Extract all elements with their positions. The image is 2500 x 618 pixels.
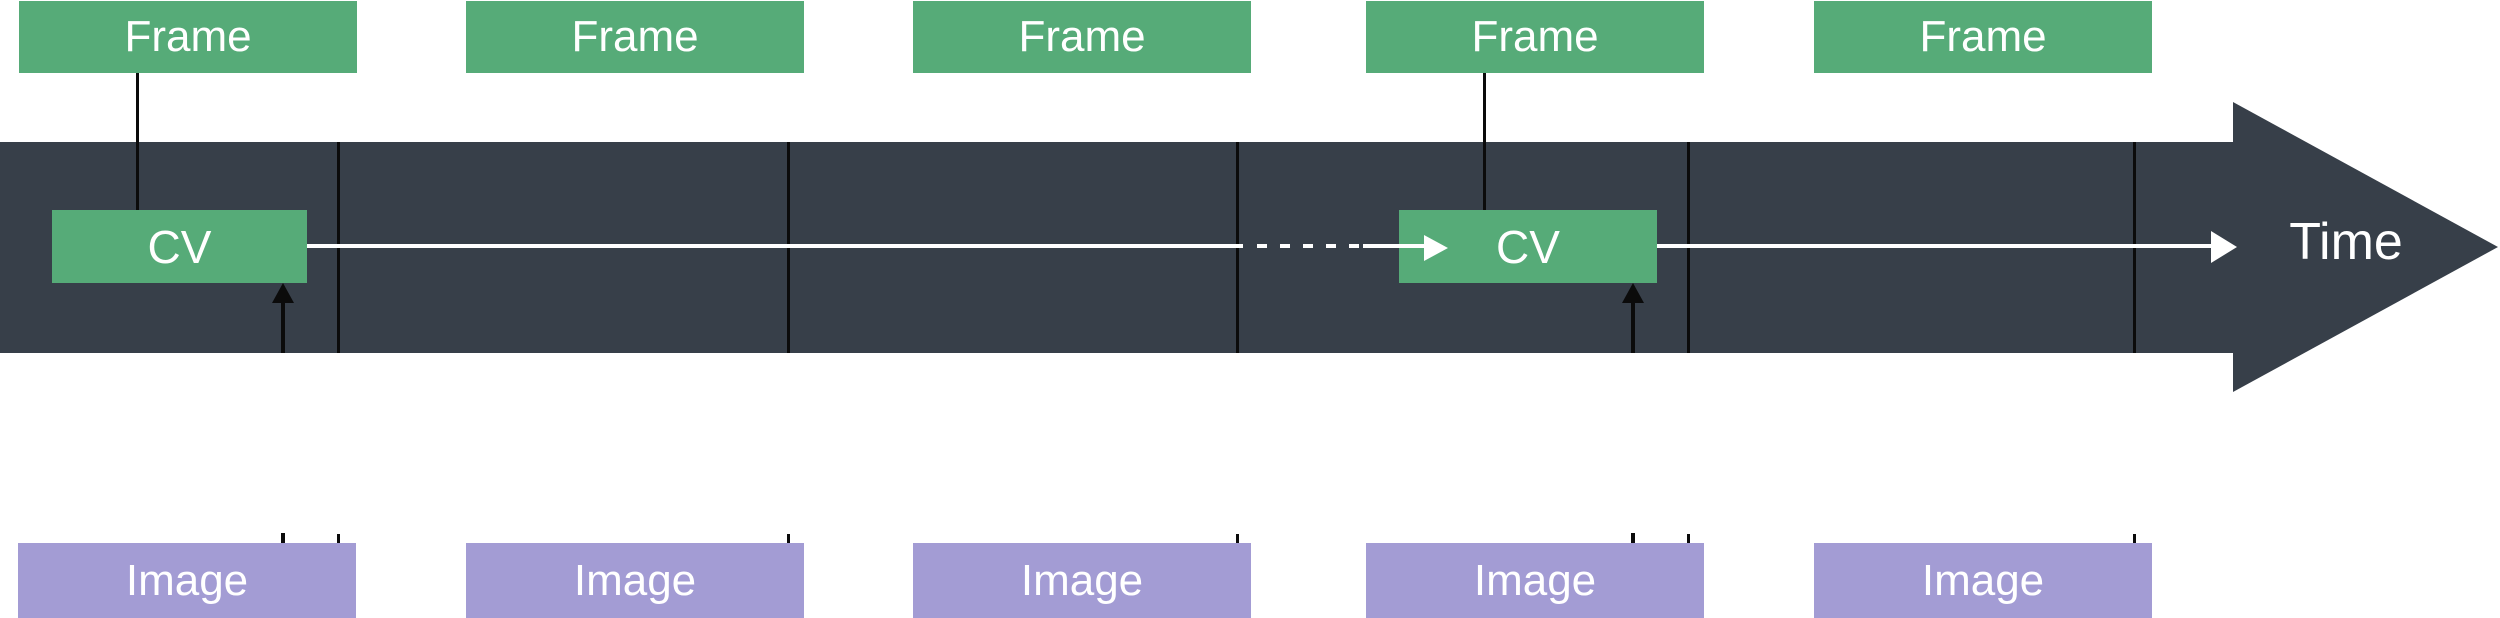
image-label: Image bbox=[573, 555, 697, 605]
image-tick bbox=[1687, 534, 1690, 543]
image-box: Image bbox=[1366, 543, 1704, 618]
cv-box: CV bbox=[52, 210, 307, 283]
image-tick bbox=[1236, 534, 1239, 543]
cv-label: CV bbox=[147, 220, 212, 273]
image-label: Image bbox=[1020, 555, 1144, 605]
frame-label: Frame bbox=[124, 12, 252, 61]
image-tick bbox=[2133, 534, 2136, 543]
timeline-arrowhead-icon bbox=[2233, 102, 2498, 392]
arrowhead-icon bbox=[2211, 231, 2237, 263]
image-label: Image bbox=[1473, 555, 1597, 605]
timeline-line bbox=[307, 244, 1243, 248]
frame-box: Frame bbox=[1366, 1, 1704, 73]
image-arrow-stub bbox=[281, 533, 285, 543]
timeline-line bbox=[1363, 244, 1425, 248]
image-label: Image bbox=[1921, 555, 2045, 605]
frame-cv-connector bbox=[136, 73, 139, 212]
frame-label: Frame bbox=[571, 12, 699, 61]
up-arrow-shaft bbox=[281, 300, 285, 353]
image-tick bbox=[787, 534, 790, 543]
up-arrow-shaft bbox=[1631, 300, 1635, 353]
cv-label: CV bbox=[1496, 220, 1560, 273]
frame-cv-connector bbox=[1483, 73, 1486, 212]
timeline-dashed-line bbox=[1257, 244, 1363, 248]
up-arrowhead-icon bbox=[1622, 283, 1644, 303]
image-box: Image bbox=[18, 543, 356, 618]
time-label: Time bbox=[2289, 213, 2403, 271]
frame-label: Frame bbox=[1919, 12, 2047, 61]
up-arrowhead-icon bbox=[272, 283, 294, 303]
image-box: Image bbox=[1814, 543, 2152, 618]
image-box: Image bbox=[913, 543, 1251, 618]
image-arrow-stub bbox=[1631, 533, 1635, 543]
frame-box: Frame bbox=[1814, 1, 2152, 73]
cv-box: CV bbox=[1399, 210, 1657, 283]
frame-label: Frame bbox=[1471, 12, 1599, 61]
frame-box: Frame bbox=[913, 1, 1251, 73]
frame-label: Frame bbox=[1018, 12, 1146, 61]
frame-box: Frame bbox=[19, 1, 357, 73]
image-label: Image bbox=[125, 555, 249, 605]
image-box: Image bbox=[466, 543, 804, 618]
arrowhead-icon bbox=[1424, 235, 1448, 261]
timeline-line bbox=[1657, 244, 2214, 248]
frame-box: Frame bbox=[466, 1, 804, 73]
image-tick bbox=[337, 534, 340, 543]
